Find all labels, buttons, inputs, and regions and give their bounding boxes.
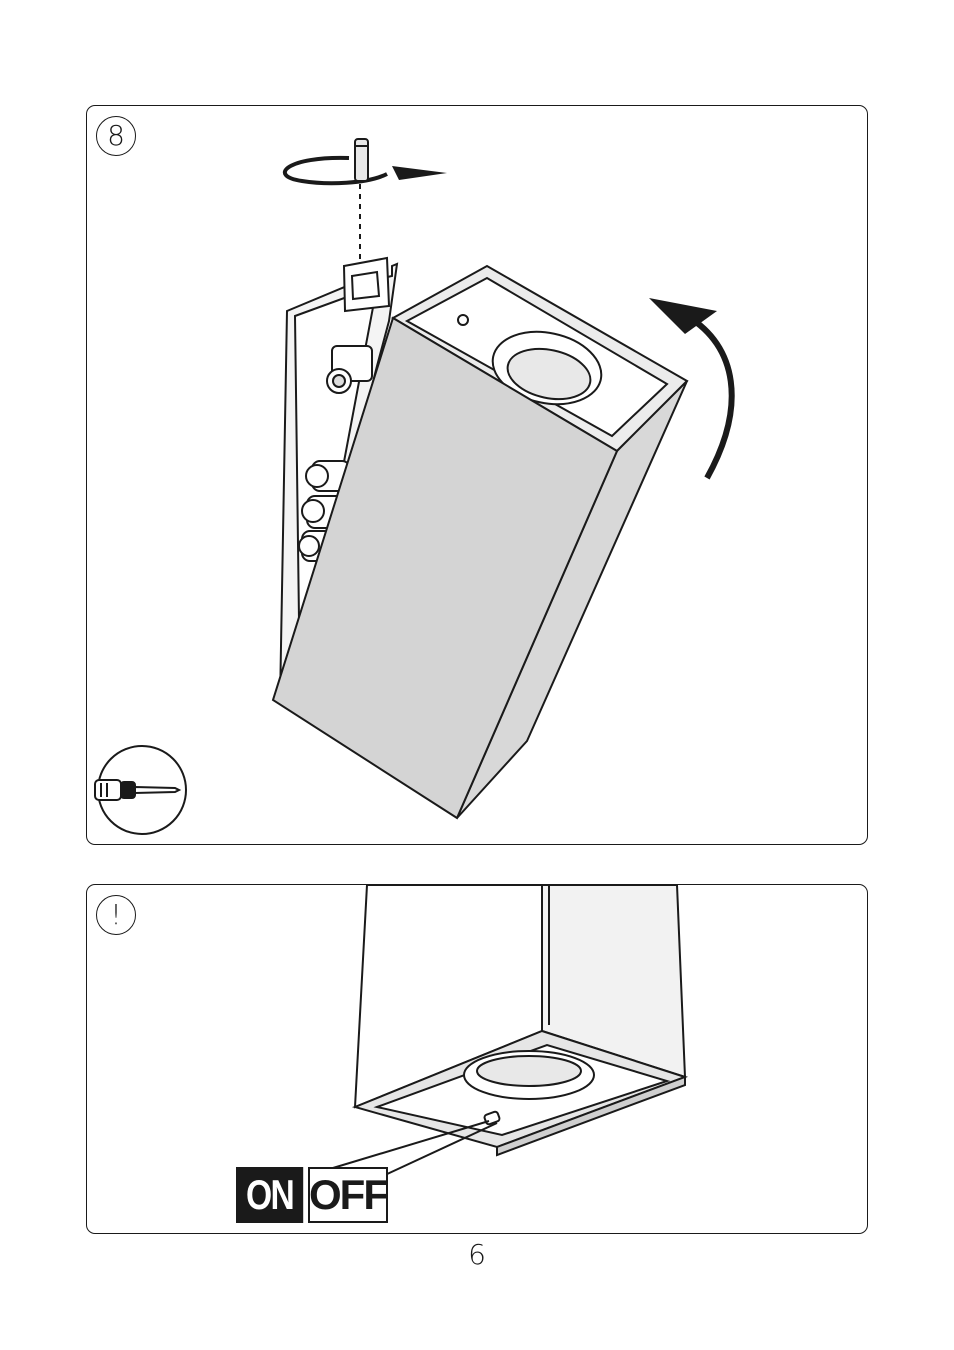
switch-illustration (87, 885, 868, 1234)
switch-off-label: OFF (308, 1167, 388, 1223)
screwdriver-icon (95, 746, 186, 834)
luminaire-underside (355, 885, 685, 1155)
step-8-panel: 8 (86, 105, 868, 845)
page-number: 6 (0, 1238, 954, 1271)
note-panel: ! ON OFF (86, 884, 868, 1234)
step-8-illustration (87, 106, 868, 845)
on-off-switch: ON OFF (236, 1167, 388, 1223)
switch-on-label: ON (236, 1167, 303, 1223)
screw (355, 139, 368, 181)
